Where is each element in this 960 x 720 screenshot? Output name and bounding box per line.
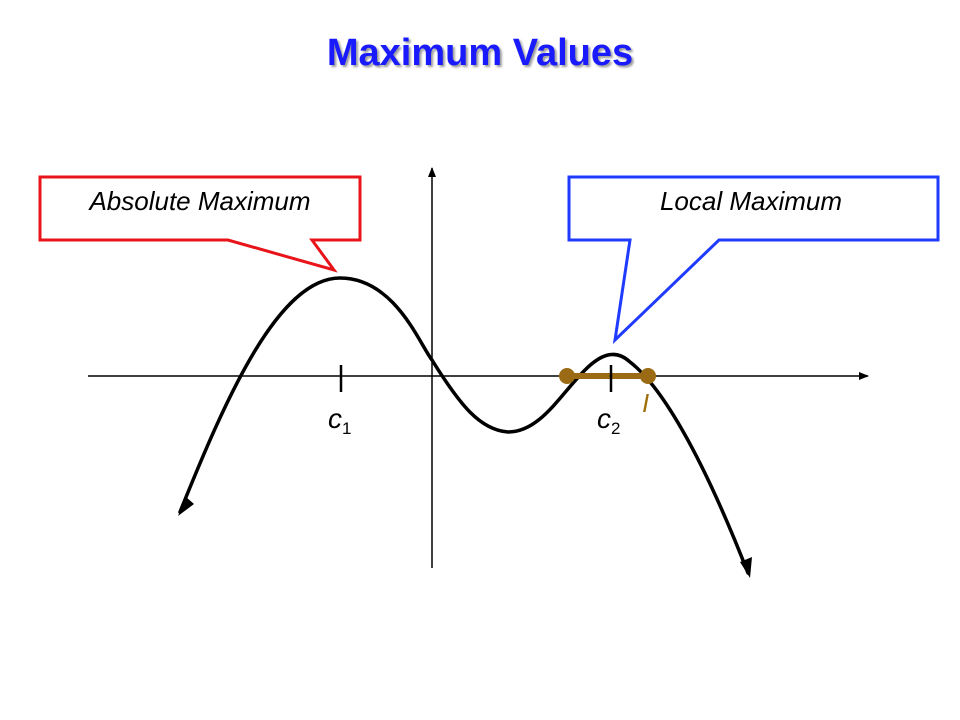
- interval-right-endpoint: [640, 368, 656, 384]
- tick-label-c1: c1: [328, 403, 351, 438]
- absolute-max-callout: [38, 175, 362, 273]
- curve-right-arrow: [740, 557, 752, 578]
- local-max-callout: [567, 175, 940, 345]
- curve-left-arrow: [178, 497, 194, 516]
- interval-left-endpoint: [559, 368, 575, 384]
- tick-label-c2: c2: [597, 403, 620, 438]
- interval-label: I: [642, 388, 649, 418]
- absolute-max-label: Absolute Maximum: [87, 186, 310, 216]
- function-curve: [178, 276, 750, 575]
- local-max-label: Local Maximum: [660, 186, 842, 216]
- slide-title: Maximum Values: [326, 32, 634, 74]
